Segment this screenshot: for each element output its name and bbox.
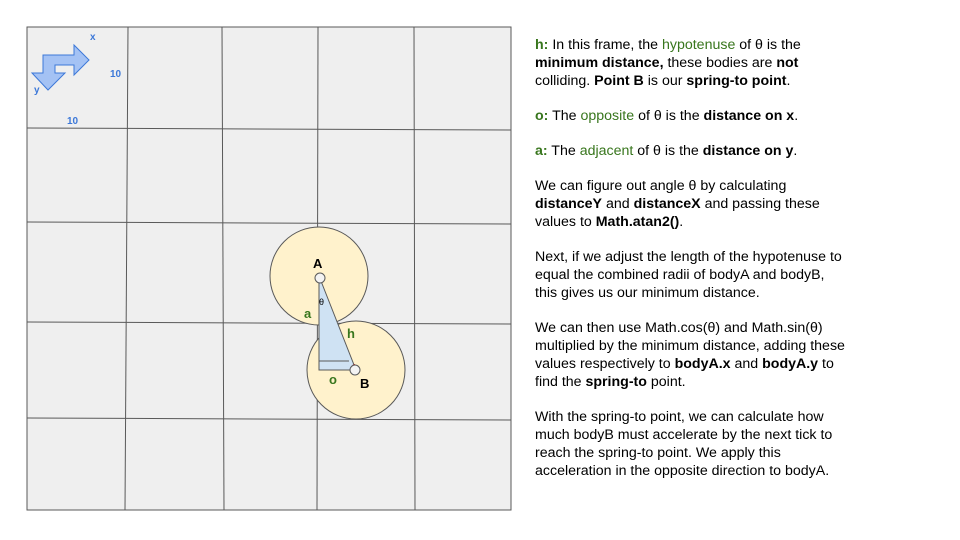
term-opposite: opposite: [580, 108, 635, 124]
grid-background: [26, 26, 512, 511]
text: The: [547, 143, 580, 159]
acceleration-paragraph: With the spring-to point, we can calcula…: [535, 408, 845, 480]
key-o: o:: [535, 108, 549, 124]
opposite-label: o: [329, 372, 337, 387]
collision-diagram: x y 10 10 A B θ h a o: [26, 26, 512, 511]
text: We can then use Math.cos(θ) and Math.sin…: [535, 320, 845, 372]
text: .: [793, 143, 798, 159]
text: .: [786, 73, 791, 89]
bold-text: bodyA.x: [674, 356, 731, 372]
key-a: a:: [535, 143, 548, 159]
bold-text: Point B: [594, 73, 644, 89]
text: We can figure out angle θ by calculating: [535, 178, 787, 194]
scale-label-x: 10: [110, 69, 122, 80]
axis-label-y: y: [34, 85, 40, 96]
hypotenuse-label: h: [347, 326, 355, 341]
scale-label-y: 10: [67, 116, 79, 127]
term-adjacent: adjacent: [579, 143, 634, 159]
adjacent-label: a: [304, 306, 312, 321]
grid-horizontal-lines: [26, 127, 512, 421]
text: .: [679, 214, 684, 230]
bold-text: distanceX: [633, 196, 701, 212]
text: and: [730, 356, 763, 372]
theta-label: θ: [319, 297, 324, 307]
text: With the spring-to point, we can calcula…: [535, 409, 833, 479]
text: is our: [643, 73, 687, 89]
axis-label-x: x: [90, 32, 96, 43]
text: Next, if we adjust the length of the hyp…: [535, 249, 842, 301]
text: of θ is the: [634, 108, 704, 124]
hypotenuse-paragraph: h: In this frame, the hypotenuse of θ is…: [535, 36, 845, 90]
text: of θ is the: [633, 143, 703, 159]
opposite-paragraph: o: The opposite of θ is the distance on …: [535, 107, 845, 125]
key-h: h:: [535, 37, 549, 53]
point-a-label: A: [313, 256, 323, 271]
text: The: [548, 108, 581, 124]
bold-text: distance on y: [702, 143, 794, 159]
angle-paragraph: We can figure out angle θ by calculating…: [535, 177, 845, 231]
bold-text: distanceY: [535, 196, 603, 212]
bold-text: bodyA.y: [762, 356, 819, 372]
axis-arrow-icon: [30, 43, 90, 91]
bold-text: distance on x: [703, 108, 795, 124]
text: In this frame, the: [548, 37, 662, 53]
text: colliding.: [535, 73, 595, 89]
text: .: [794, 108, 799, 124]
bold-text: not: [776, 55, 799, 71]
bold-text: minimum distance,: [535, 55, 664, 71]
bold-text: Math.atan2(): [595, 214, 680, 230]
text: to find the: [535, 356, 834, 390]
term-hypotenuse: hypotenuse: [661, 37, 736, 53]
point-b-label: B: [360, 376, 369, 391]
text: and passing these values to: [535, 196, 820, 230]
spring-point-paragraph: We can then use Math.cos(θ) and Math.sin…: [535, 319, 845, 391]
text: of θ is the: [735, 37, 801, 53]
adjacent-paragraph: a: The adjacent of θ is the distance on …: [535, 142, 845, 160]
point-a-center: [314, 272, 326, 284]
bold-text: spring-to: [585, 374, 647, 390]
text: and: [602, 196, 634, 212]
text: these bodies are: [663, 55, 777, 71]
theta-triangle: [318, 275, 357, 371]
hypotenuse-adjust-paragraph: Next, if we adjust the length of the hyp…: [535, 248, 845, 302]
text: point.: [646, 374, 686, 390]
bold-text: spring-to point: [686, 73, 787, 89]
point-b-center: [349, 364, 361, 376]
explanation-panel: h: In this frame, the hypotenuse of θ is…: [535, 36, 845, 497]
